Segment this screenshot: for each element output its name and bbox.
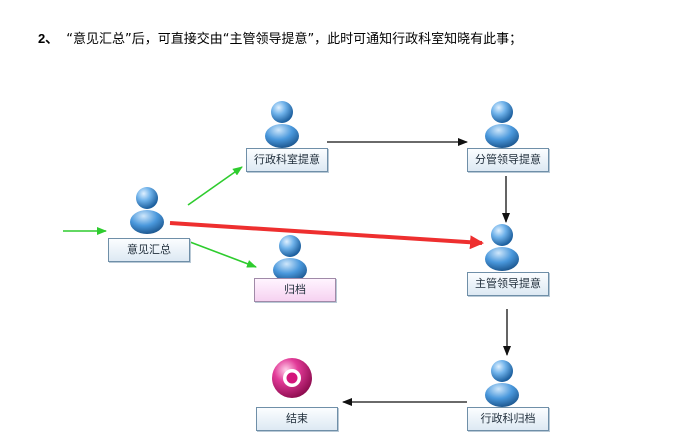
- person-icon-summary: [130, 187, 164, 234]
- node-end-label: 结束: [286, 412, 308, 425]
- node-branch-leader[interactable]: 分管领导提意: [467, 148, 549, 172]
- node-end[interactable]: 结束: [256, 407, 338, 431]
- person-icon-dept-archive: [485, 360, 519, 407]
- node-archive-label: 归档: [284, 283, 306, 296]
- node-archive[interactable]: 归档: [254, 278, 336, 302]
- node-dept-opinion[interactable]: 行政科室提意: [246, 148, 328, 172]
- node-chief-leader-label: 主管领导提意: [475, 277, 541, 290]
- person-icon-archive: [273, 235, 307, 282]
- end-node-icon: [272, 358, 312, 398]
- instruction-text: “意见汇总”后，可直接交由“主管领导提意”，此时可通知行政科室知晓有此事；: [66, 32, 523, 47]
- arrow-summary-to-archive: [189, 241, 257, 268]
- person-icon-chief-leader: [485, 224, 519, 271]
- arrow-summary-to-dept-opinion: [187, 166, 243, 206]
- step-number: 2、: [38, 31, 59, 46]
- node-dept-opinion-label: 行政科室提意: [254, 153, 320, 166]
- person-icon-branch-leader: [485, 101, 519, 148]
- arrow-summary-to-chief-leader: [169, 221, 484, 250]
- node-branch-leader-label: 分管领导提意: [475, 153, 541, 166]
- node-chief-leader[interactable]: 主管领导提意: [467, 272, 549, 296]
- instruction-line: 2、 “意见汇总”后，可直接交由“主管领导提意”，此时可通知行政科室知晓有此事；: [38, 28, 522, 47]
- node-summary-label: 意见汇总: [127, 243, 171, 256]
- node-dept-archive-label: 行政科归档: [480, 412, 536, 425]
- person-icon-dept-opinion: [265, 101, 299, 148]
- node-dept-archive[interactable]: 行政科归档: [467, 407, 549, 431]
- node-summary[interactable]: 意见汇总: [108, 238, 190, 262]
